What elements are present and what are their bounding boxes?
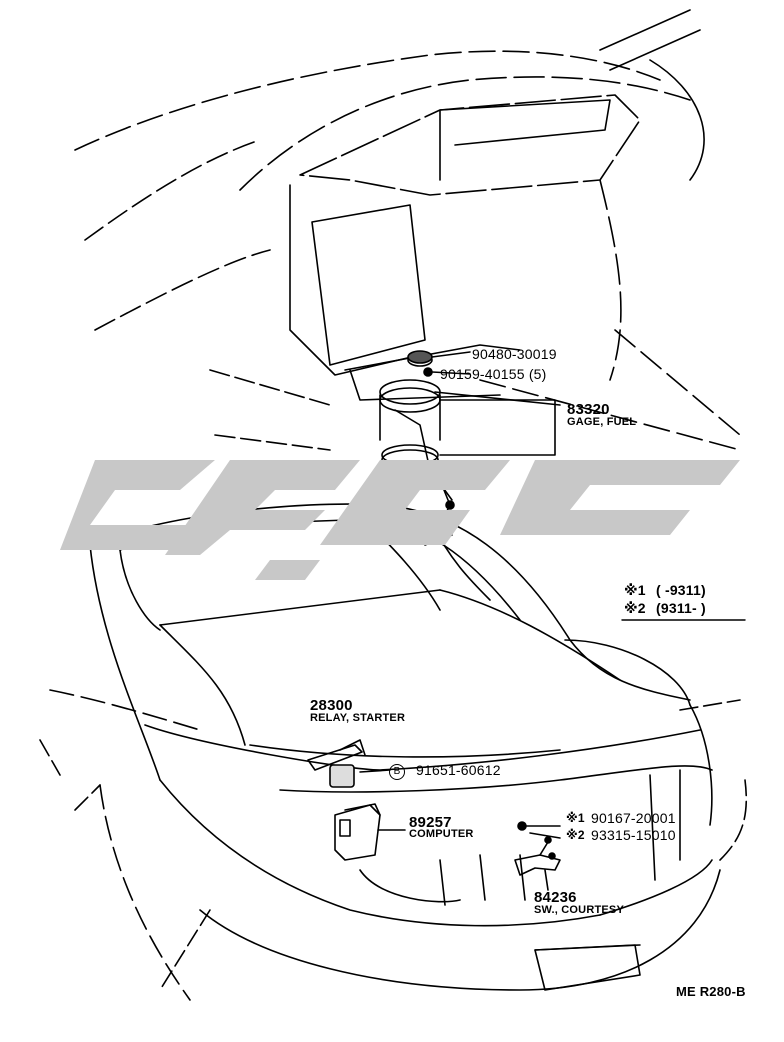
part-90159-40155-number: 90159-40155 (5) bbox=[440, 366, 547, 382]
part-91651-60612-number: 91651-60612 bbox=[416, 762, 501, 778]
part-83320-description: GAGE, FUEL bbox=[567, 416, 637, 428]
part-90167-20001-number: 90167-20001 bbox=[591, 810, 676, 826]
legend-row1-range: ( -9311) bbox=[656, 582, 706, 598]
part-83320-number: 83320 bbox=[567, 401, 610, 418]
diagram-code: ME R280-B bbox=[676, 984, 746, 999]
part-90480-30019-number: 90480-30019 bbox=[472, 346, 557, 362]
part-28300-description: RELAY, STARTER bbox=[310, 712, 406, 724]
part-84236-number: 84236 bbox=[534, 889, 577, 906]
brand-watermark-shapes bbox=[60, 460, 740, 580]
marker-note-1: ※1 bbox=[566, 811, 585, 825]
legend-row1-mark: ※1 bbox=[624, 582, 646, 598]
part-84236-description: SW., COURTESY bbox=[534, 904, 624, 916]
marker-note-2: ※2 bbox=[566, 828, 585, 842]
part-89257-number: 89257 bbox=[409, 814, 452, 831]
part-28300-number: 28300 bbox=[310, 697, 353, 714]
legend-row2-mark: ※2 bbox=[624, 600, 646, 616]
part-89257-description: COMPUTER bbox=[409, 828, 474, 840]
legend-row2-range: (9311- ) bbox=[656, 600, 706, 616]
marker-b-badge: B bbox=[389, 764, 405, 780]
part-93315-15010-number: 93315-15010 bbox=[591, 827, 676, 843]
